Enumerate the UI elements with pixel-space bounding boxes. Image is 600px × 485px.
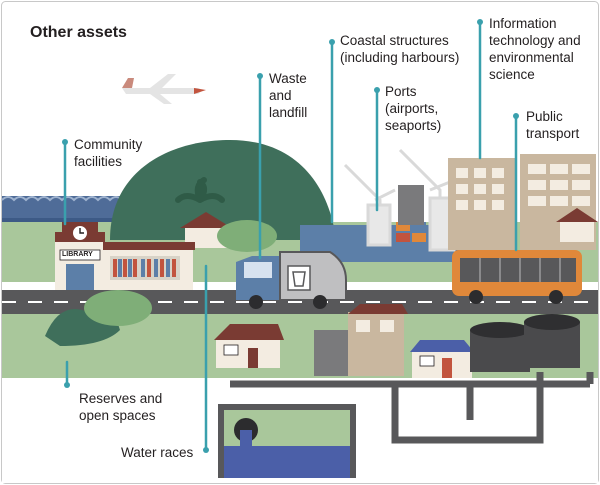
house-two-storey xyxy=(314,304,408,376)
page-title: Other assets xyxy=(30,24,127,41)
leader-dots xyxy=(62,19,519,453)
garbage-truck xyxy=(236,251,347,309)
underground-pipes xyxy=(230,372,594,444)
water-tanks xyxy=(470,314,580,372)
label-community-facilities: Community facilities xyxy=(74,137,143,169)
airplane-icon xyxy=(122,74,206,104)
tall-building-right xyxy=(520,154,598,250)
stormwater-well xyxy=(218,404,356,478)
label-waste-landfill: Waste and landfill xyxy=(269,71,308,120)
label-coastal-structures: Coastal structures (including harbours) xyxy=(340,33,460,65)
label-information-technology: Information technology and environmental… xyxy=(489,16,581,82)
sea-strip xyxy=(1,196,135,224)
library-sign: LIBRARY xyxy=(62,251,93,258)
label-ports: Ports (airports, seaports) xyxy=(385,84,442,133)
house-white xyxy=(214,324,284,368)
label-water-races: Water races xyxy=(121,445,194,460)
label-reserves-open-spaces: Reserves and open spaces xyxy=(79,391,163,423)
house-blue-roof xyxy=(410,340,474,378)
label-public-transport: Public transport xyxy=(526,109,580,141)
leader-lines xyxy=(63,20,518,452)
house-middle xyxy=(180,212,232,248)
palm-tree xyxy=(175,177,225,203)
shrub-light xyxy=(84,290,152,326)
bus xyxy=(452,250,582,304)
port-warehouse xyxy=(398,185,424,225)
hill xyxy=(110,140,336,240)
bush xyxy=(217,220,277,252)
port-cranes xyxy=(343,148,456,252)
tall-building-left xyxy=(448,158,516,250)
